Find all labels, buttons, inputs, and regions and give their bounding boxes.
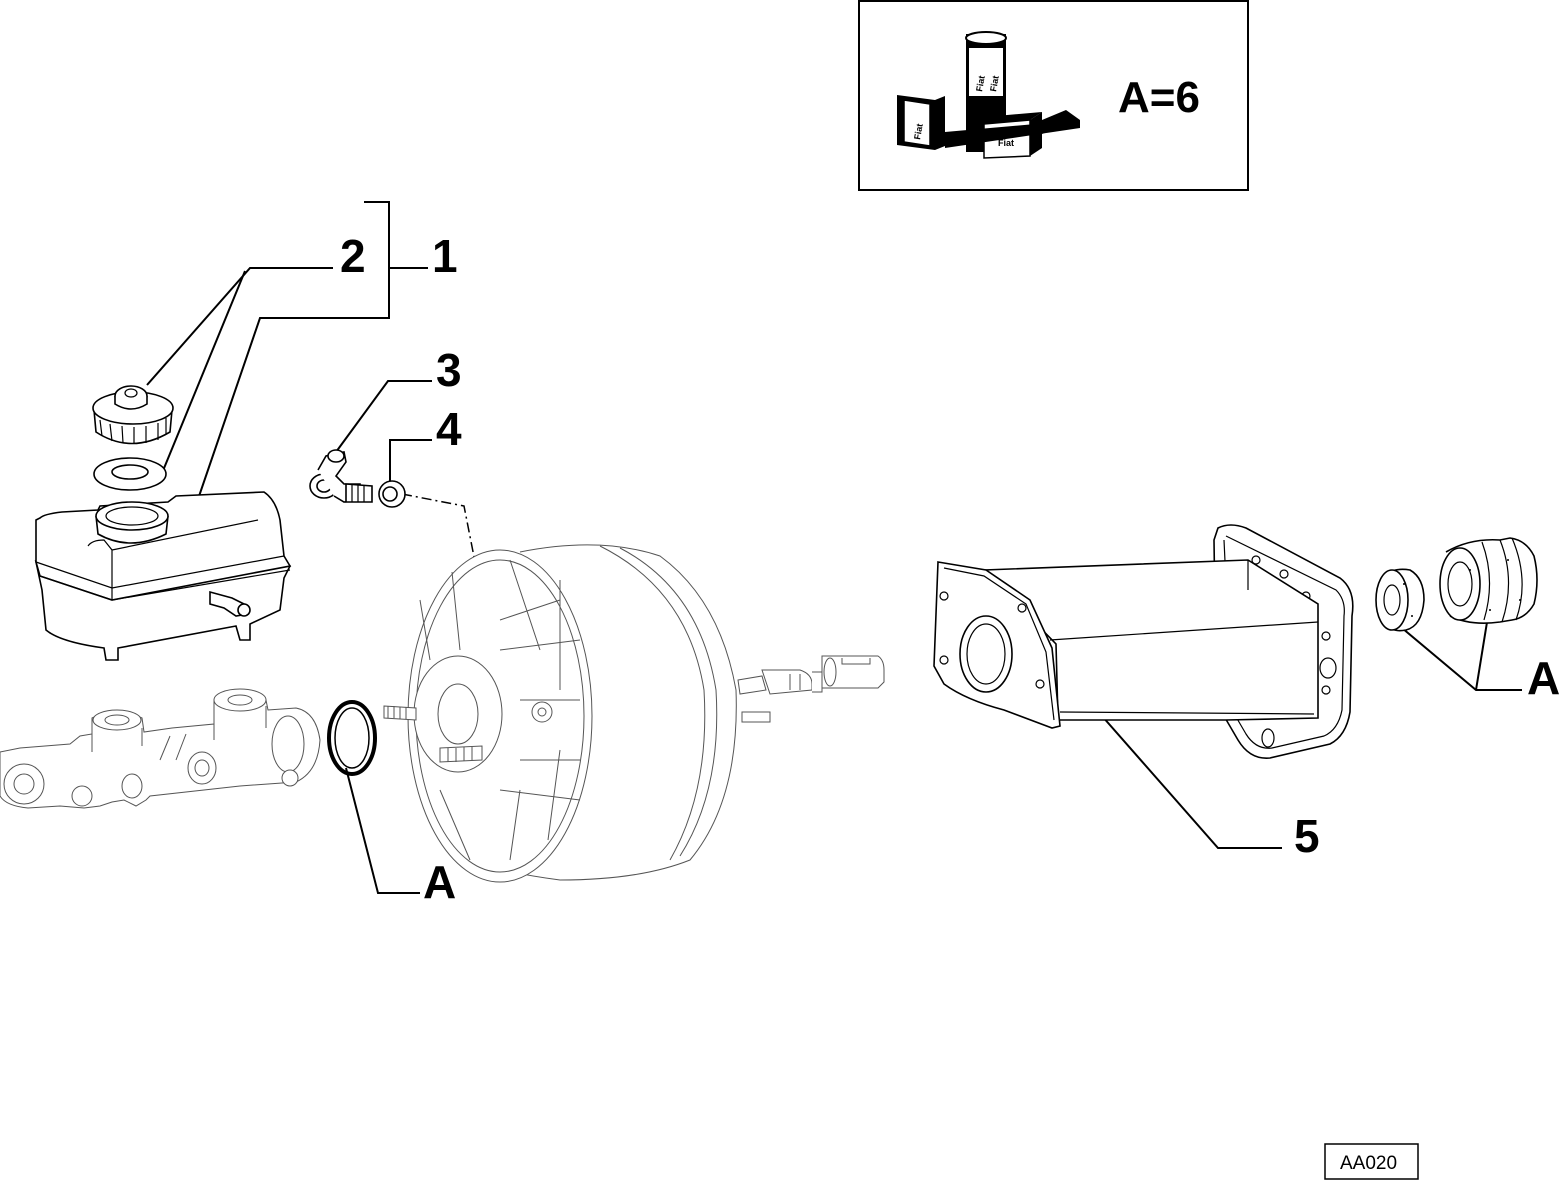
reservoir-cap [92,385,174,445]
callout-a-right: A [1527,652,1560,704]
booster-mounting-bracket [933,524,1354,759]
brake-fluid-reservoir [34,491,292,661]
kit-quantity-formula: A=6 [1118,73,1200,122]
callout-lines [146,201,1522,894]
callout-2: 2 [340,230,366,282]
cap-gasket [93,457,167,491]
vacuum-elbow-fitting [309,449,373,503]
callout-4: 4 [436,403,462,455]
vacuum-grommet [378,480,406,508]
kit-quantity-legend: Fiat Fiat Fiat Fiat A=6 [858,0,1249,191]
callout-5: 5 [1294,810,1320,862]
drawing-code-box: AA020 [1324,1143,1419,1180]
dust-boot-bellows [1439,537,1538,624]
callout-a-left: A [423,856,456,908]
package-mark-2: Fiat [974,75,987,93]
master-cylinder-seal-ring [327,700,377,776]
drawing-code: AA020 [1340,1153,1397,1174]
brake-master-cylinder [0,688,321,809]
callout-3: 3 [436,344,462,396]
package-mark-1: Fiat [912,123,925,141]
callout-1: 1 [432,230,458,282]
spare-parts-package-icon: Fiat Fiat Fiat Fiat [897,31,1080,159]
package-mark-3: Fiat [988,75,1001,93]
brake-servo-booster [383,544,885,883]
package-mark-4: Fiat [998,138,1014,148]
dust-boot-collar [1375,568,1425,632]
